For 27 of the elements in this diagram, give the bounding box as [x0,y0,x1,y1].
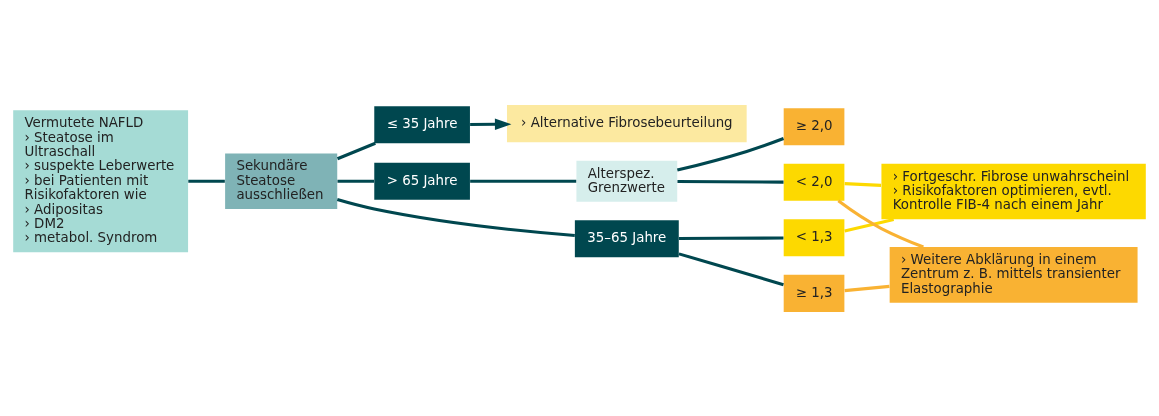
node-box: › Weitere Abklärung in einem Zentrum z. B. mittels transienter Elastographie [889,246,1138,303]
node-box: ≥ 1,3 [783,274,845,312]
connector [844,217,895,232]
connector [337,179,375,183]
node-box: > 65 Jahre [374,162,470,200]
node-box: › Alternative Fibrosebeurteilung [507,104,747,142]
node-box: Vermutete NAFLD › Steatose im Ultraschall › suspekte Leberwerte › bei Patienten mit Risikofaktoren wie › Adipositas › DM2 › metabol. Syndrom [13,109,189,252]
connector [336,141,376,160]
node-box: < 2,0 [783,163,845,201]
node-box: 35–65 Jahre [574,219,679,257]
connector [678,235,784,240]
connector [844,284,890,292]
connector [470,179,577,183]
node-box: ≤ 35 Jahre [374,105,470,143]
node-box: Alterspez. Grenzwerte [576,160,678,202]
connector [336,197,575,237]
node-box: ≥ 2,0 [783,107,845,145]
connector [678,251,784,286]
connector [844,181,882,187]
node-box: › Fortgeschr. Fibrose unwahrscheinl › Risikofaktoren optimieren, evtl. Kontrolle FIB-4 nach einem Jahr [881,163,1146,219]
node-box: < 1,3 [783,218,845,256]
node-box: Sekundäre Steatose ausschließen [225,152,338,209]
connector [837,199,924,248]
connector [677,179,784,184]
connector [188,179,225,183]
arrow [470,118,512,130]
connector [676,136,785,172]
